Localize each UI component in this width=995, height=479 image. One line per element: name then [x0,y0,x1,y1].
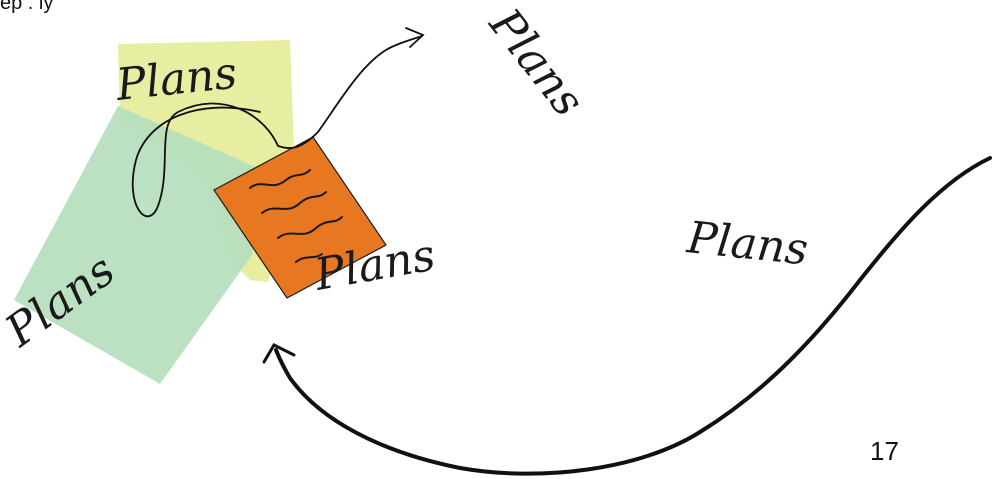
return-arrow [264,158,990,474]
page-number: 17 [870,438,899,464]
label-middle-right: Plans [684,212,810,275]
label-top-right: Plans [479,0,594,126]
